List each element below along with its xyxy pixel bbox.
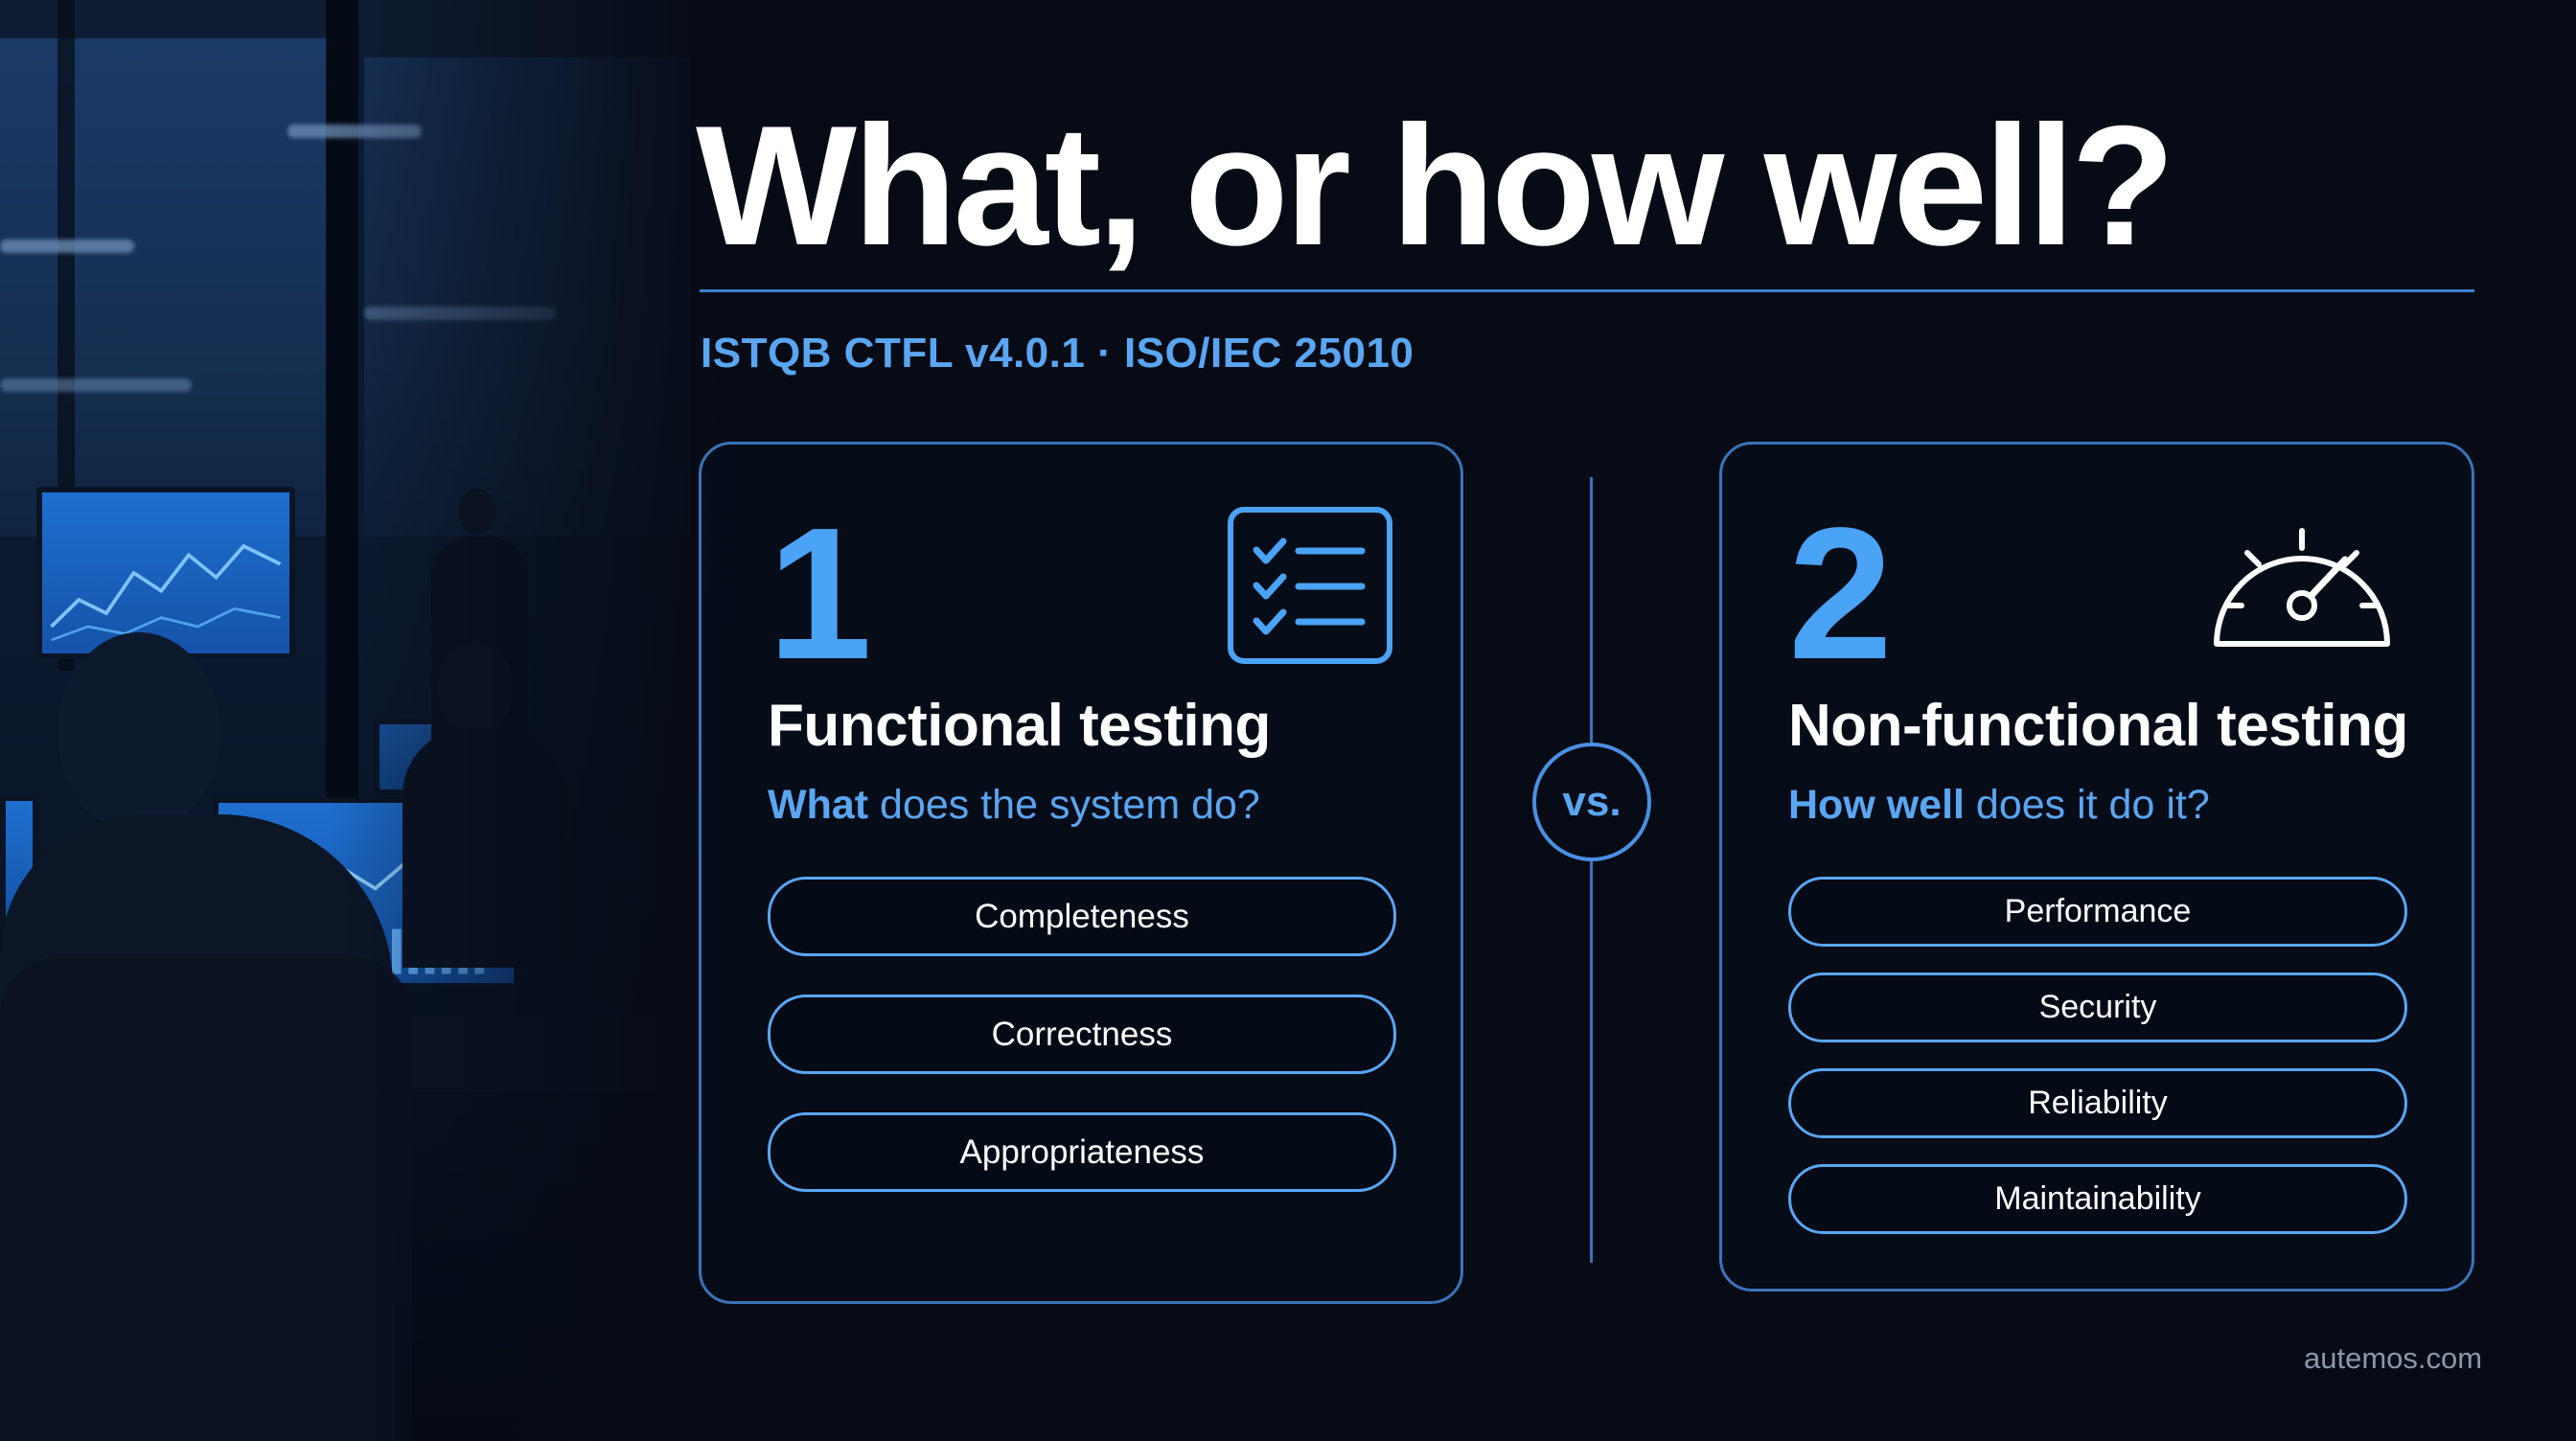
question-rest: does it do it? xyxy=(1964,782,2210,828)
question-emphasis: How well xyxy=(1788,782,1965,828)
card-question: How well does it do it? xyxy=(1788,782,2210,829)
gauge-icon xyxy=(2214,528,2390,647)
vs-divider xyxy=(1590,477,1593,1263)
quality-pill: Security xyxy=(1788,972,2407,1042)
quality-pill: Completeness xyxy=(768,877,1396,956)
checklist-icon xyxy=(1228,507,1392,664)
quality-pill: Correctness xyxy=(768,995,1396,1074)
quality-pill: Reliability xyxy=(1788,1068,2407,1138)
functional-testing-card: 1 Functional testing What does the syste… xyxy=(699,442,1463,1304)
card-title: Non-functional testing xyxy=(1788,693,2408,759)
page-subtitle: ISTQB CTFL v4.0.1 · ISO/IEC 25010 xyxy=(701,330,1414,377)
page-title: What, or how well? xyxy=(696,90,2175,281)
card-number: 1 xyxy=(768,489,873,698)
title-underline xyxy=(700,289,2474,292)
question-emphasis: What xyxy=(768,782,869,828)
card-question: What does the system do? xyxy=(768,782,1260,829)
vs-badge: vs. xyxy=(1532,743,1651,861)
quality-pill: Performance xyxy=(1788,877,2407,947)
quality-pill: Maintainability xyxy=(1788,1164,2407,1234)
nonfunctional-testing-card: 2 Non-functional testing How well does i… xyxy=(1719,442,2474,1292)
footer-brand: autemos.com xyxy=(2304,1341,2483,1375)
question-rest: does the system do? xyxy=(868,782,1260,828)
office-photo xyxy=(0,0,728,1441)
card-title: Functional testing xyxy=(768,693,1271,759)
card-number: 2 xyxy=(1788,489,1894,698)
quality-pill: Appropriateness xyxy=(768,1112,1396,1192)
